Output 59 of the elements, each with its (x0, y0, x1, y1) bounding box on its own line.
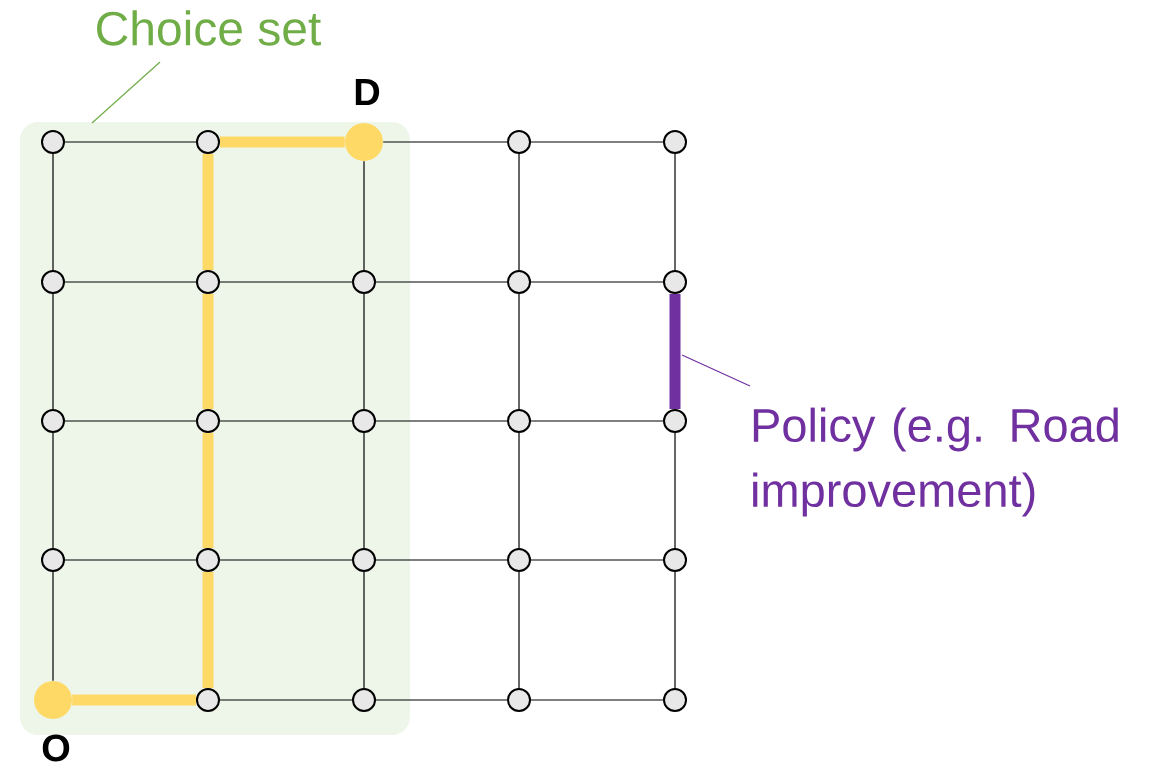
network-node (663, 688, 687, 712)
route-segment (72, 694, 196, 706)
route-segment (669, 294, 681, 409)
network-node (507, 548, 531, 572)
network-node (507, 130, 531, 154)
route-segment (220, 136, 345, 148)
road-line (382, 141, 508, 143)
callout-text: Choice set (97, 10, 321, 46)
road-line (52, 153, 54, 271)
endpoint-label: D (355, 78, 380, 106)
callout-text: Policy (e.g. Road improvement) (753, 407, 1118, 517)
road-line (363, 432, 365, 549)
road-line (530, 281, 664, 283)
road-line (674, 153, 676, 271)
road-line (64, 141, 197, 143)
leader-line (681, 354, 751, 387)
road-line (530, 699, 664, 701)
road-line (530, 420, 664, 422)
route-segment (202, 294, 214, 409)
route-segment (202, 154, 214, 270)
road-line (64, 281, 197, 283)
network-node (507, 270, 531, 294)
road-line (219, 559, 353, 561)
road-line (52, 571, 54, 682)
road-line (375, 559, 508, 561)
choice-set-area (20, 122, 410, 735)
road-line (518, 153, 520, 271)
road-line (518, 432, 520, 549)
road-line (363, 571, 365, 689)
route-segment (202, 572, 214, 688)
network-node (663, 409, 687, 433)
road-line (52, 293, 54, 410)
road-line (64, 559, 197, 561)
road-line (518, 293, 520, 410)
route-segment (202, 433, 214, 548)
road-line (674, 432, 676, 549)
network-node (507, 409, 531, 433)
network-node (663, 270, 687, 294)
endpoint-circle (34, 681, 72, 719)
network-node (663, 548, 687, 572)
road-line (219, 420, 353, 422)
leader-line (91, 61, 161, 124)
network-node (507, 688, 531, 712)
road-line (363, 293, 365, 410)
network-node (663, 130, 687, 154)
endpoint-circle (345, 123, 383, 161)
road-line (375, 699, 508, 701)
road-line (518, 571, 520, 689)
road-line (530, 559, 664, 561)
road-line (219, 699, 353, 701)
road-line (219, 281, 353, 283)
road-line (64, 420, 197, 422)
road-line (530, 141, 664, 143)
endpoint-label: O (42, 734, 70, 762)
road-line (52, 432, 54, 549)
road-line (375, 420, 508, 422)
road-line (674, 571, 676, 689)
road-line (375, 281, 508, 283)
road-line (363, 160, 365, 271)
